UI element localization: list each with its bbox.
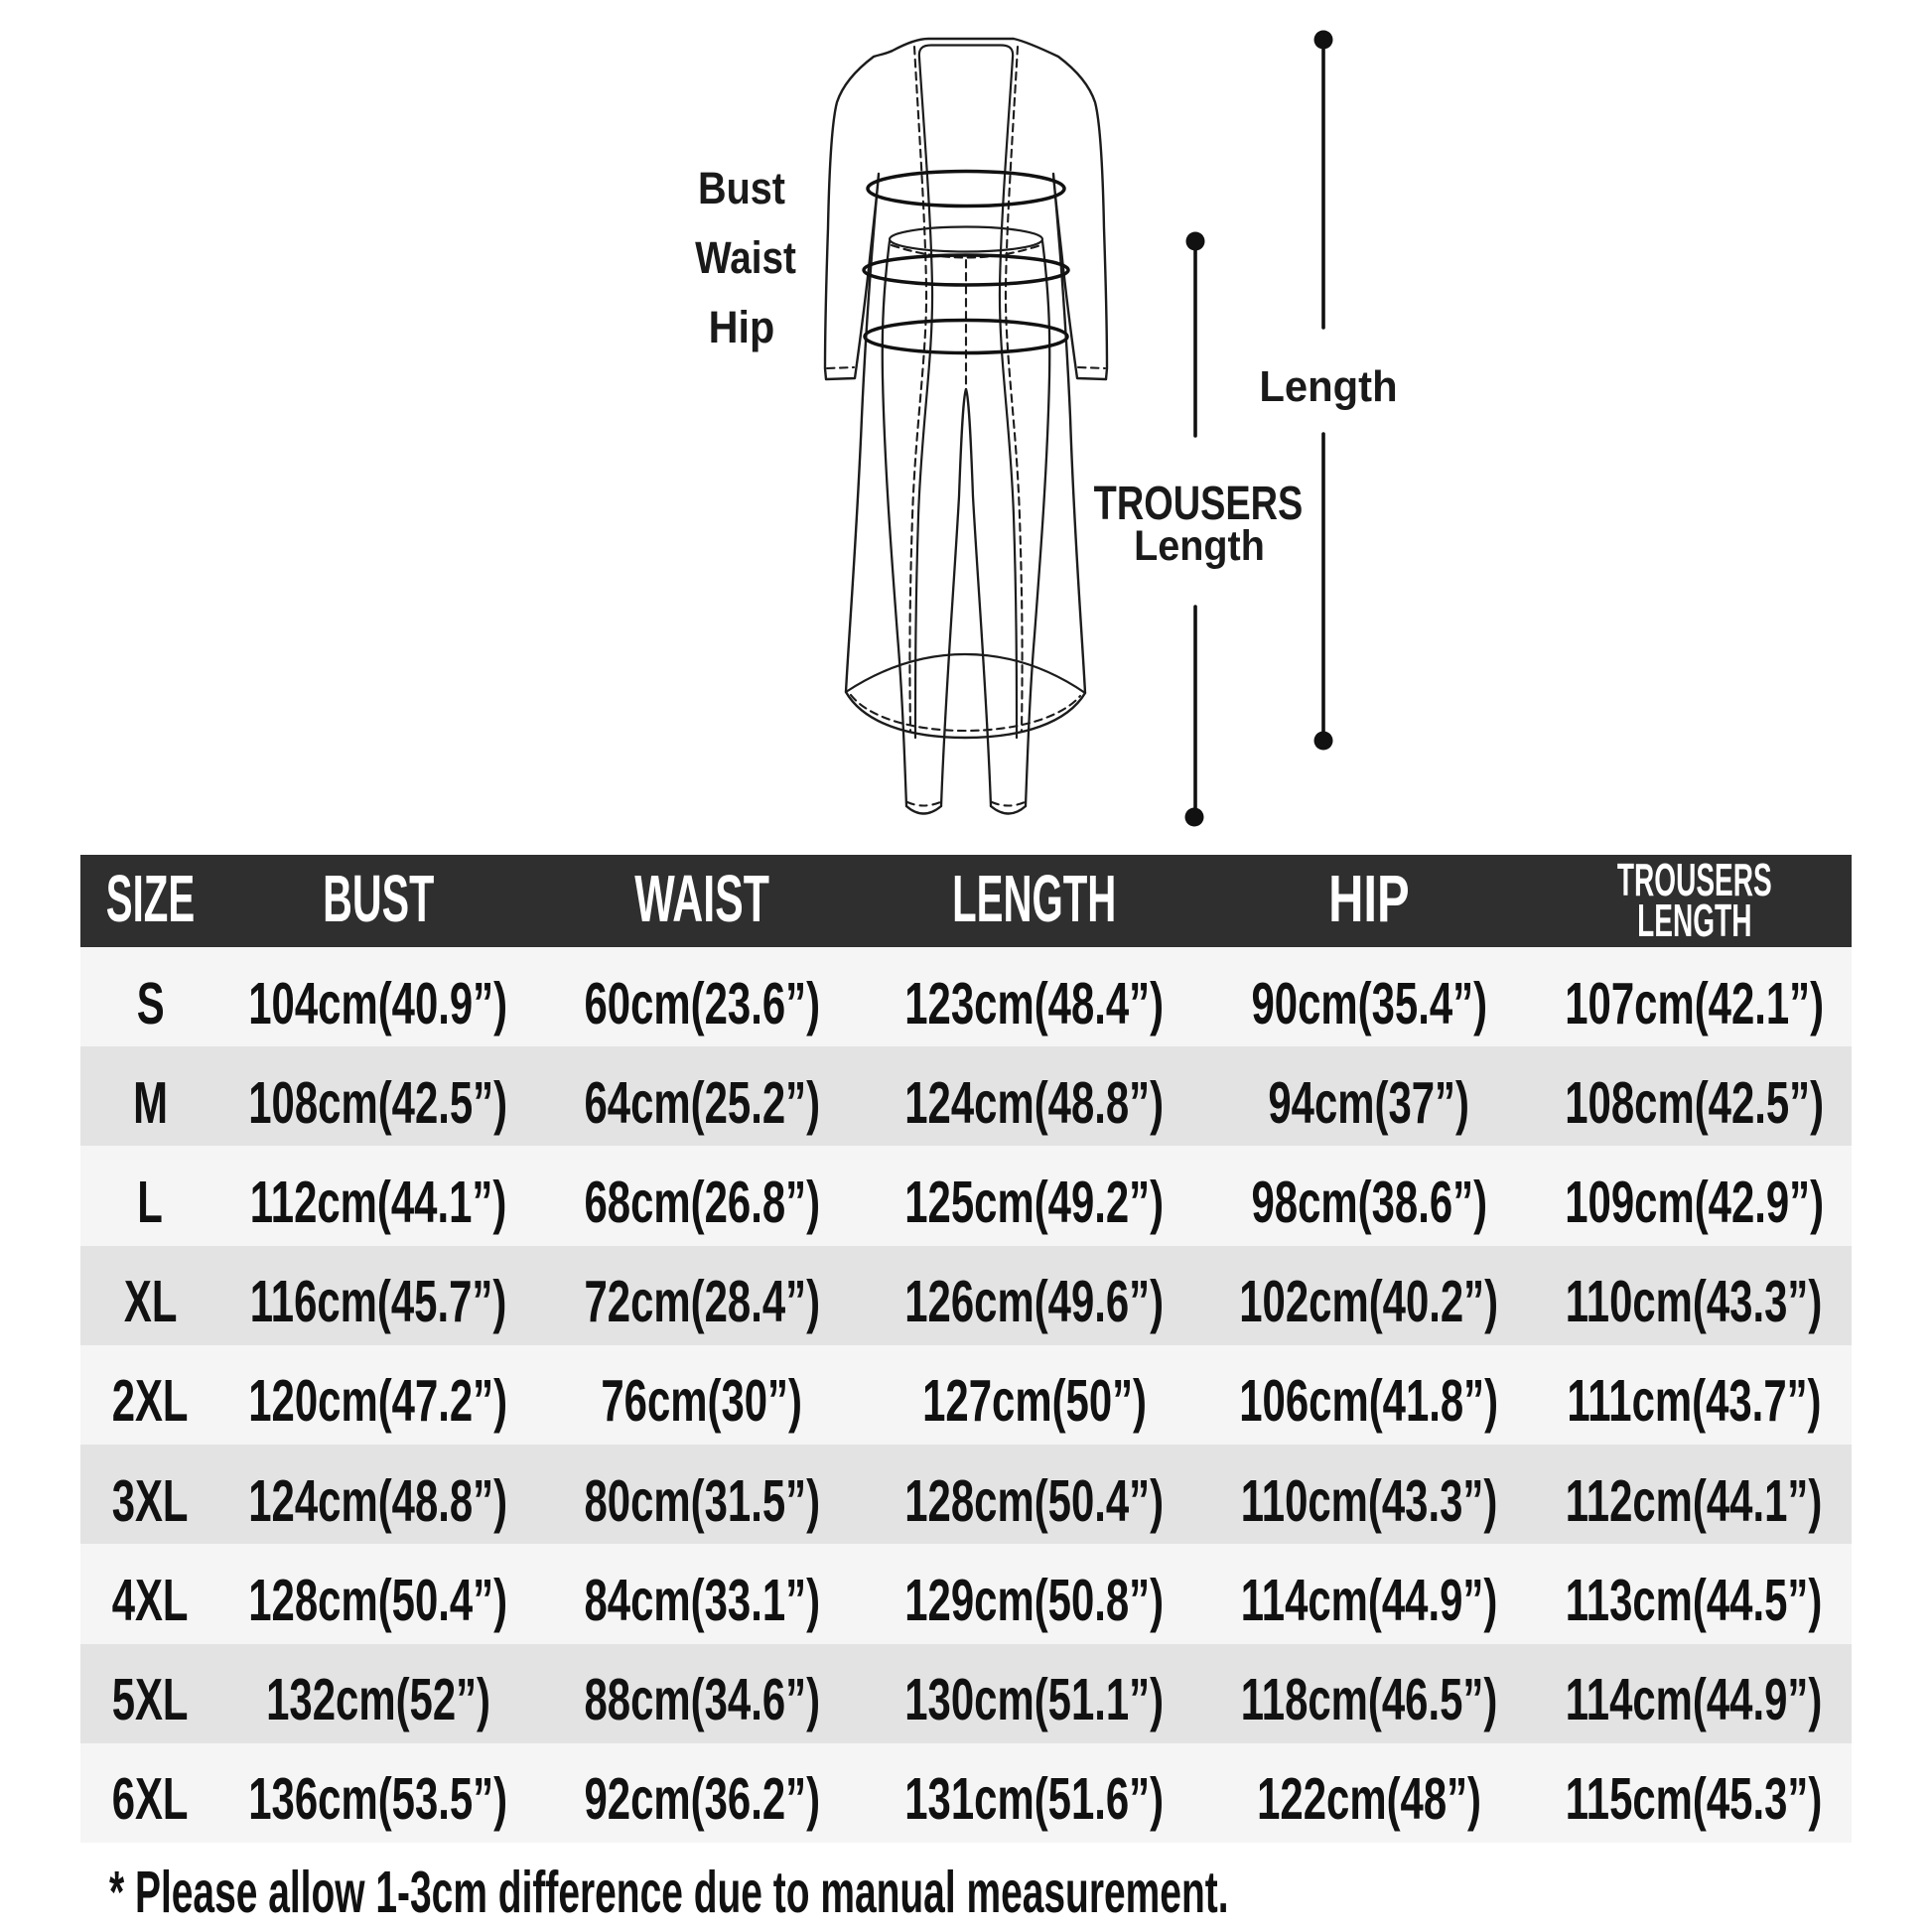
svg-text:Length: Length	[1259, 362, 1397, 411]
svg-text:Bust: Bust	[698, 164, 785, 213]
svg-text:Hip: Hip	[709, 303, 775, 352]
svg-text:TROUSERS: TROUSERS	[1094, 478, 1304, 530]
svg-text:Waist: Waist	[695, 232, 796, 282]
svg-text:Length: Length	[1134, 521, 1265, 569]
